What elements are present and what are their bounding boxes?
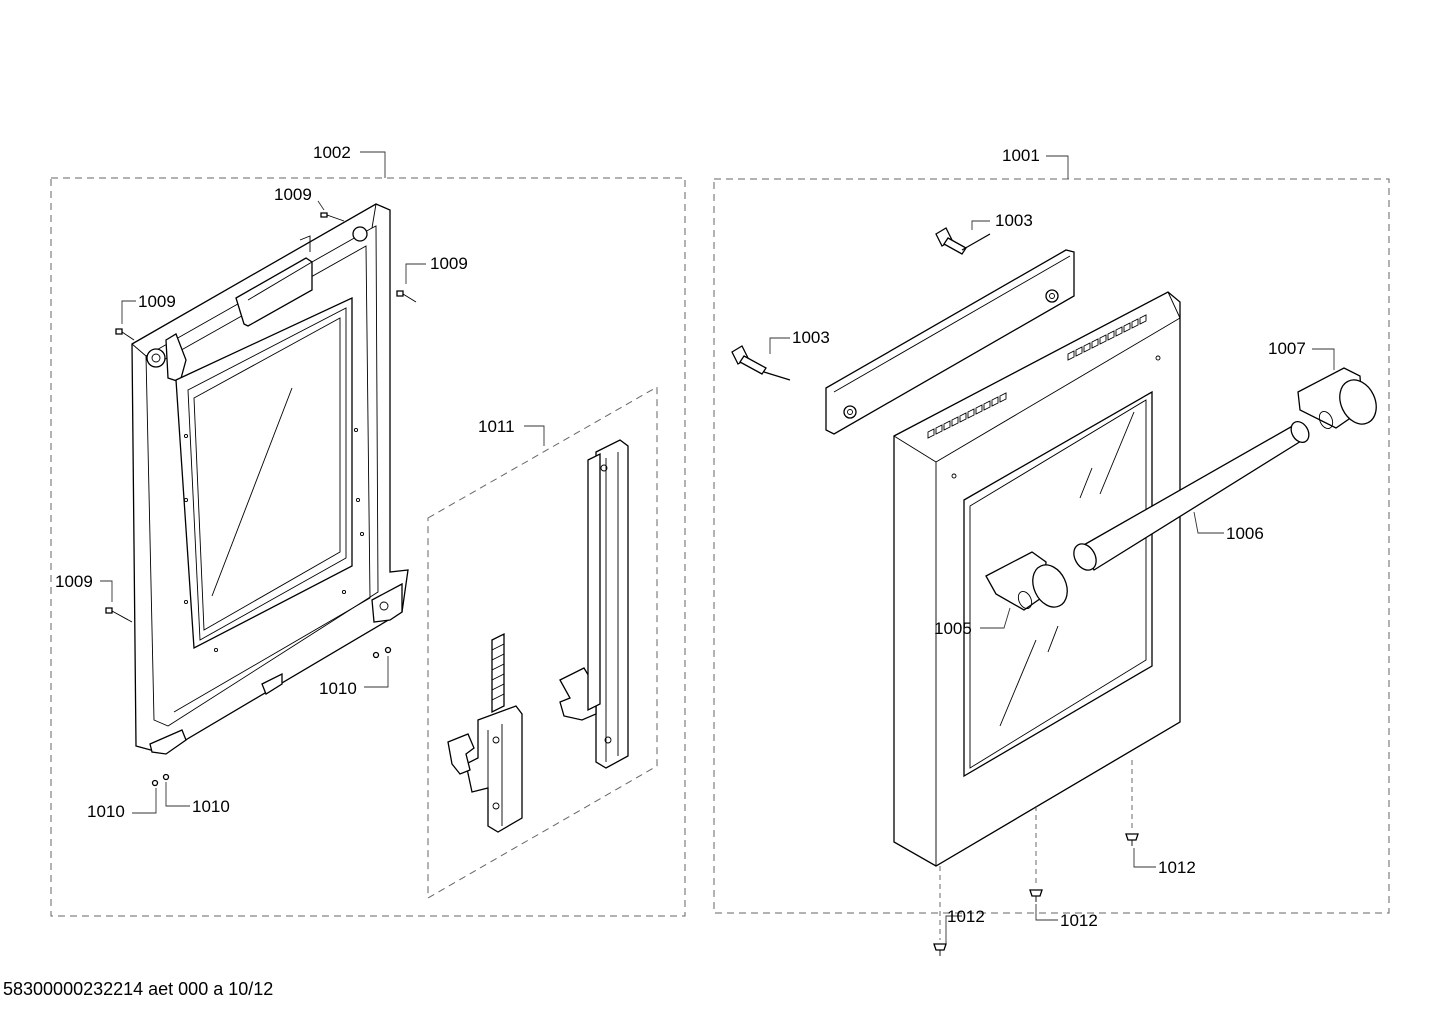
end-cap-1005	[985, 551, 1068, 611]
label-1010-bottom-a: 1010	[87, 802, 125, 821]
screw-1009-top	[320, 212, 345, 222]
label-1003-left: 1003	[792, 328, 830, 347]
label-1011: 1011	[478, 417, 515, 436]
screw-1009-upper-left	[115, 328, 135, 341]
hinge-group-outline	[427, 386, 658, 899]
screw-1012-left	[933, 866, 947, 956]
label-1003-top: 1003	[995, 211, 1033, 230]
screw-1009-right	[396, 290, 417, 303]
label-1009-right: 1009	[430, 254, 468, 273]
label-1010-right: 1010	[319, 679, 357, 698]
screw-1012-right	[1125, 760, 1139, 846]
label-1009-upper-left: 1009	[138, 292, 176, 311]
label-1007: 1007	[1268, 339, 1306, 358]
label-1012-right: 1012	[1158, 858, 1196, 877]
inner-door-frame	[131, 203, 409, 755]
clip-1010-right	[372, 646, 392, 659]
hinge-right	[559, 439, 629, 769]
end-cap-1007	[1297, 367, 1377, 429]
screw-1012-mid	[1029, 806, 1043, 902]
label-1005: 1005	[934, 619, 972, 638]
screw-1009-lower-left	[105, 607, 133, 623]
group-right-outline	[713, 178, 1390, 914]
hinge-left	[447, 632, 523, 833]
label-1006: 1006	[1226, 524, 1264, 543]
clip-1010-bottom	[151, 773, 170, 787]
handle-bar	[1073, 421, 1310, 571]
bolt-1003-left	[731, 345, 791, 381]
label-1012-left: 1012	[947, 907, 985, 926]
label-1002: 1002	[313, 143, 351, 162]
group-left-outline	[50, 177, 686, 917]
label-1012-mid: 1012	[1060, 911, 1098, 930]
leader-lines	[100, 151, 1335, 944]
bolt-1003-top	[935, 227, 991, 255]
document-id: 58300000232214 aet 000 a 10/12	[3, 979, 274, 999]
label-1009-top: 1009	[274, 185, 312, 204]
outer-door	[825, 249, 1181, 867]
label-1001: 1001	[1002, 146, 1040, 165]
label-1009-lower-left: 1009	[55, 572, 93, 591]
label-1010-bottom-b: 1010	[192, 797, 230, 816]
